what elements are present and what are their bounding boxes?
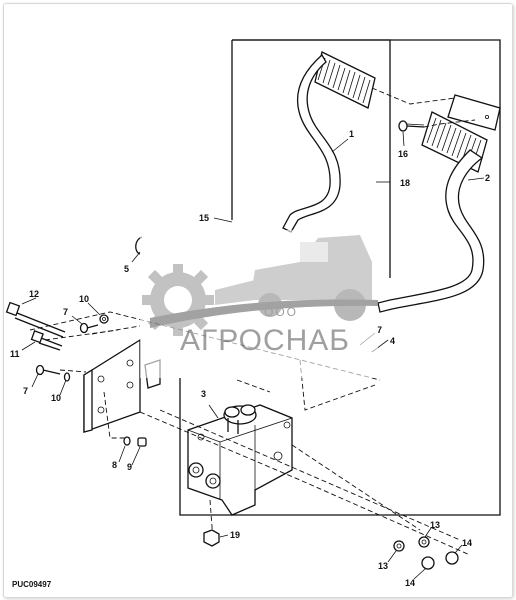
washer-13-upper bbox=[418, 536, 430, 548]
callout-1: 1 bbox=[349, 129, 354, 139]
callout-10-upper: 10 bbox=[79, 294, 89, 304]
callout-16: 16 bbox=[398, 149, 408, 159]
inset-box-outline bbox=[179, 39, 501, 516]
bolt-7-lower bbox=[35, 364, 71, 382]
brake-valve-body bbox=[187, 404, 293, 516]
callout-7-lower: 7 bbox=[23, 386, 28, 396]
callout-18: 18 bbox=[400, 178, 410, 188]
nut-14-lower bbox=[421, 556, 435, 570]
bolt-7-upper bbox=[79, 314, 109, 334]
agrosnab-watermark: ООО АГРОСНАБ bbox=[140, 230, 378, 378]
image-frame bbox=[3, 3, 513, 598]
callout-19: 19 bbox=[230, 530, 240, 540]
pedal-inset-box bbox=[232, 39, 391, 278]
callout-14-upper: 14 bbox=[462, 538, 472, 548]
callout-8: 8 bbox=[112, 460, 117, 470]
nut-19 bbox=[203, 529, 220, 547]
brake-pedal-right bbox=[377, 111, 488, 313]
harvester-icon bbox=[215, 235, 372, 321]
brake-pedal-left bbox=[282, 51, 376, 233]
callout-2: 2 bbox=[485, 173, 490, 183]
callout-14-lower: 14 bbox=[405, 578, 415, 588]
callout-11: 11 bbox=[10, 349, 20, 359]
callout-7-right: 7 bbox=[377, 325, 382, 335]
callout-4: 4 bbox=[390, 336, 395, 346]
callout-9: 9 bbox=[127, 462, 132, 472]
bolt-16 bbox=[398, 120, 425, 132]
nut-8-9 bbox=[123, 436, 147, 447]
callout-3: 3 bbox=[201, 389, 206, 399]
callout-13-upper: 13 bbox=[430, 520, 440, 530]
nut-14-upper bbox=[445, 551, 459, 565]
watermark-swoosh bbox=[150, 299, 378, 328]
figure-ref-code: PUC09497 bbox=[12, 580, 52, 589]
callout-15: 15 bbox=[199, 213, 209, 223]
bolt-12 bbox=[5, 301, 66, 338]
watermark-top-text: ООО bbox=[264, 305, 298, 319]
callout-13-lower: 13 bbox=[378, 561, 388, 571]
pedal-pad-plate bbox=[447, 94, 501, 131]
bolt-11 bbox=[30, 330, 63, 351]
callout-7-upper: 7 bbox=[63, 307, 68, 317]
callout-5: 5 bbox=[124, 264, 129, 274]
callout-10-lower: 10 bbox=[51, 393, 61, 403]
callout-12: 12 bbox=[29, 289, 39, 299]
watermark-brand: АГРОСНАБ bbox=[180, 324, 350, 357]
washer-13-lower bbox=[393, 540, 405, 552]
